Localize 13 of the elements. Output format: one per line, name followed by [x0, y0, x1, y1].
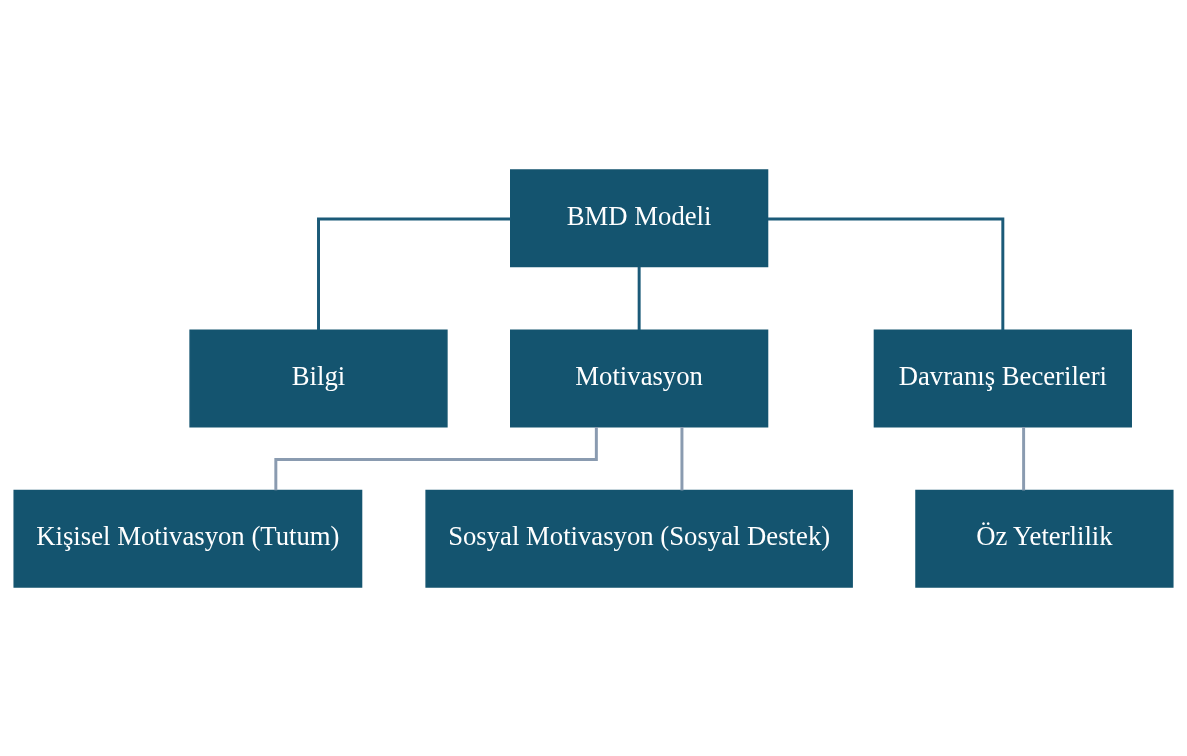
- node-box: Davranış Becerileri: [873, 329, 1132, 427]
- node-box: Kişisel Motivasyon (Tutum): [13, 489, 363, 588]
- connector: [1022, 426, 1026, 490]
- connector: [767, 216, 1005, 330]
- connector: [274, 426, 598, 490]
- node-box: Öz Yeterlilik: [915, 489, 1174, 588]
- node-box: Motivasyon: [510, 329, 769, 427]
- node-box: Sosyal Motivasyon (Sosyal Destek): [425, 489, 853, 588]
- connector: [680, 426, 684, 490]
- node-box: BMD Modeli: [510, 168, 769, 267]
- connector: [637, 266, 641, 330]
- connector: [317, 216, 511, 330]
- node-box: Bilgi: [189, 329, 448, 427]
